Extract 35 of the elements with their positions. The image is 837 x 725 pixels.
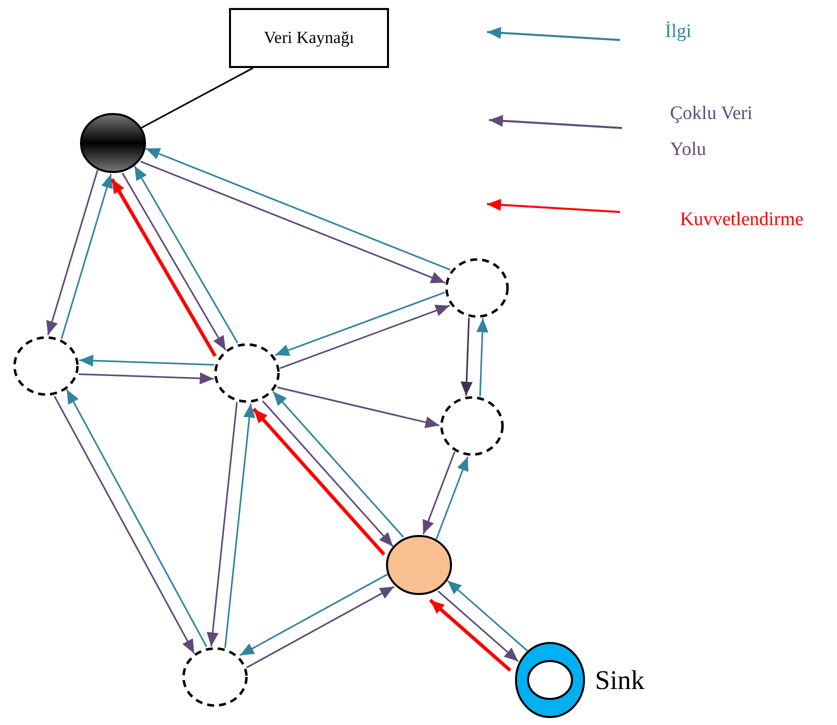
arrow (436, 456, 469, 540)
arrow (252, 408, 386, 556)
node-caption: Sink (595, 664, 645, 697)
legend-label: Çoklu Veri Yolu (670, 102, 754, 162)
arrow (60, 174, 113, 340)
arrow (422, 451, 456, 534)
arrow (110, 178, 217, 357)
arrow (206, 402, 238, 646)
arrow (46, 170, 98, 336)
leader-line (141, 67, 254, 128)
arrow (66, 389, 208, 648)
arrow (246, 586, 394, 668)
arrow (280, 304, 450, 370)
legend-label: Kuvvetlendirme (680, 208, 804, 232)
arrow (277, 386, 440, 428)
arrow (134, 166, 238, 344)
arrow (140, 160, 446, 284)
arrow (429, 598, 512, 672)
arrow (79, 354, 214, 367)
label-box (229, 8, 389, 68)
legend-label: İlgi (665, 20, 692, 44)
arrow (272, 391, 404, 538)
arrow (262, 400, 394, 547)
arrow (438, 590, 519, 662)
arrow (224, 404, 256, 648)
arrow (460, 318, 473, 396)
node-label: Veri Kaynağı (264, 27, 354, 50)
arrow (54, 396, 195, 654)
arrow (446, 580, 528, 652)
arrow (78, 372, 214, 384)
arrow (122, 172, 226, 350)
arrow (240, 574, 388, 656)
arrow (476, 318, 488, 396)
arrow (274, 292, 446, 356)
arrow (146, 148, 450, 270)
